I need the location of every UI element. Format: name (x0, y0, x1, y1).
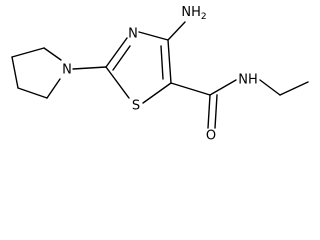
thiazole-bond-c4-c5 (167, 39, 172, 84)
thiazole-s-label: S (132, 99, 140, 114)
amino-text: NH (181, 5, 201, 20)
pyrrolidine-bond-c4-c5 (17, 87, 48, 99)
bond-nh-to-ethyl (259, 79, 281, 96)
bond-carbonyl-co (207, 94, 211, 129)
amino-subscript: 2 (201, 12, 207, 22)
bond-pyrrolidine-n-to-thiazole (72, 66, 107, 70)
bond-ethyl-ch2-ch3 (279, 81, 309, 96)
molecule-structure: NH2 N N S NH O (11, 5, 309, 144)
thiazole-bond-c2-n3-double (112, 45, 131, 71)
bond-c5-to-carbonyl (170, 82, 211, 96)
bond-carbonyl-co-double (214, 94, 218, 129)
thiazole-n-label: N (128, 27, 138, 42)
pyrrolidine-bond-c5-n (46, 78, 61, 99)
bond-c4-to-amino (167, 21, 186, 41)
thiazole-bond-c2-n3 (105, 37, 128, 68)
thiazole-bond-c5-s1 (142, 82, 172, 104)
thiazole-bond-n3-c4 (138, 31, 169, 41)
carbonyl-o-label: O (206, 129, 216, 144)
pyrrolidine-n-label: N (62, 63, 72, 78)
amide-nh-label: NH (238, 73, 258, 88)
structure-canvas: NH2 N N S NH O (11, 4, 309, 144)
thiazole-bond-s1-c2 (105, 66, 130, 99)
bond-carbonyl-to-nh (209, 79, 237, 96)
pyrrolidine-bond-n-c2 (43, 47, 62, 61)
pyrrolidine-bond-c3-c4 (11, 56, 19, 89)
pyrrolidine-bond-c2-c3 (11, 47, 45, 58)
thiazole-bond-c4-c5-double (160, 45, 164, 80)
amino-label: NH2 (181, 5, 206, 22)
